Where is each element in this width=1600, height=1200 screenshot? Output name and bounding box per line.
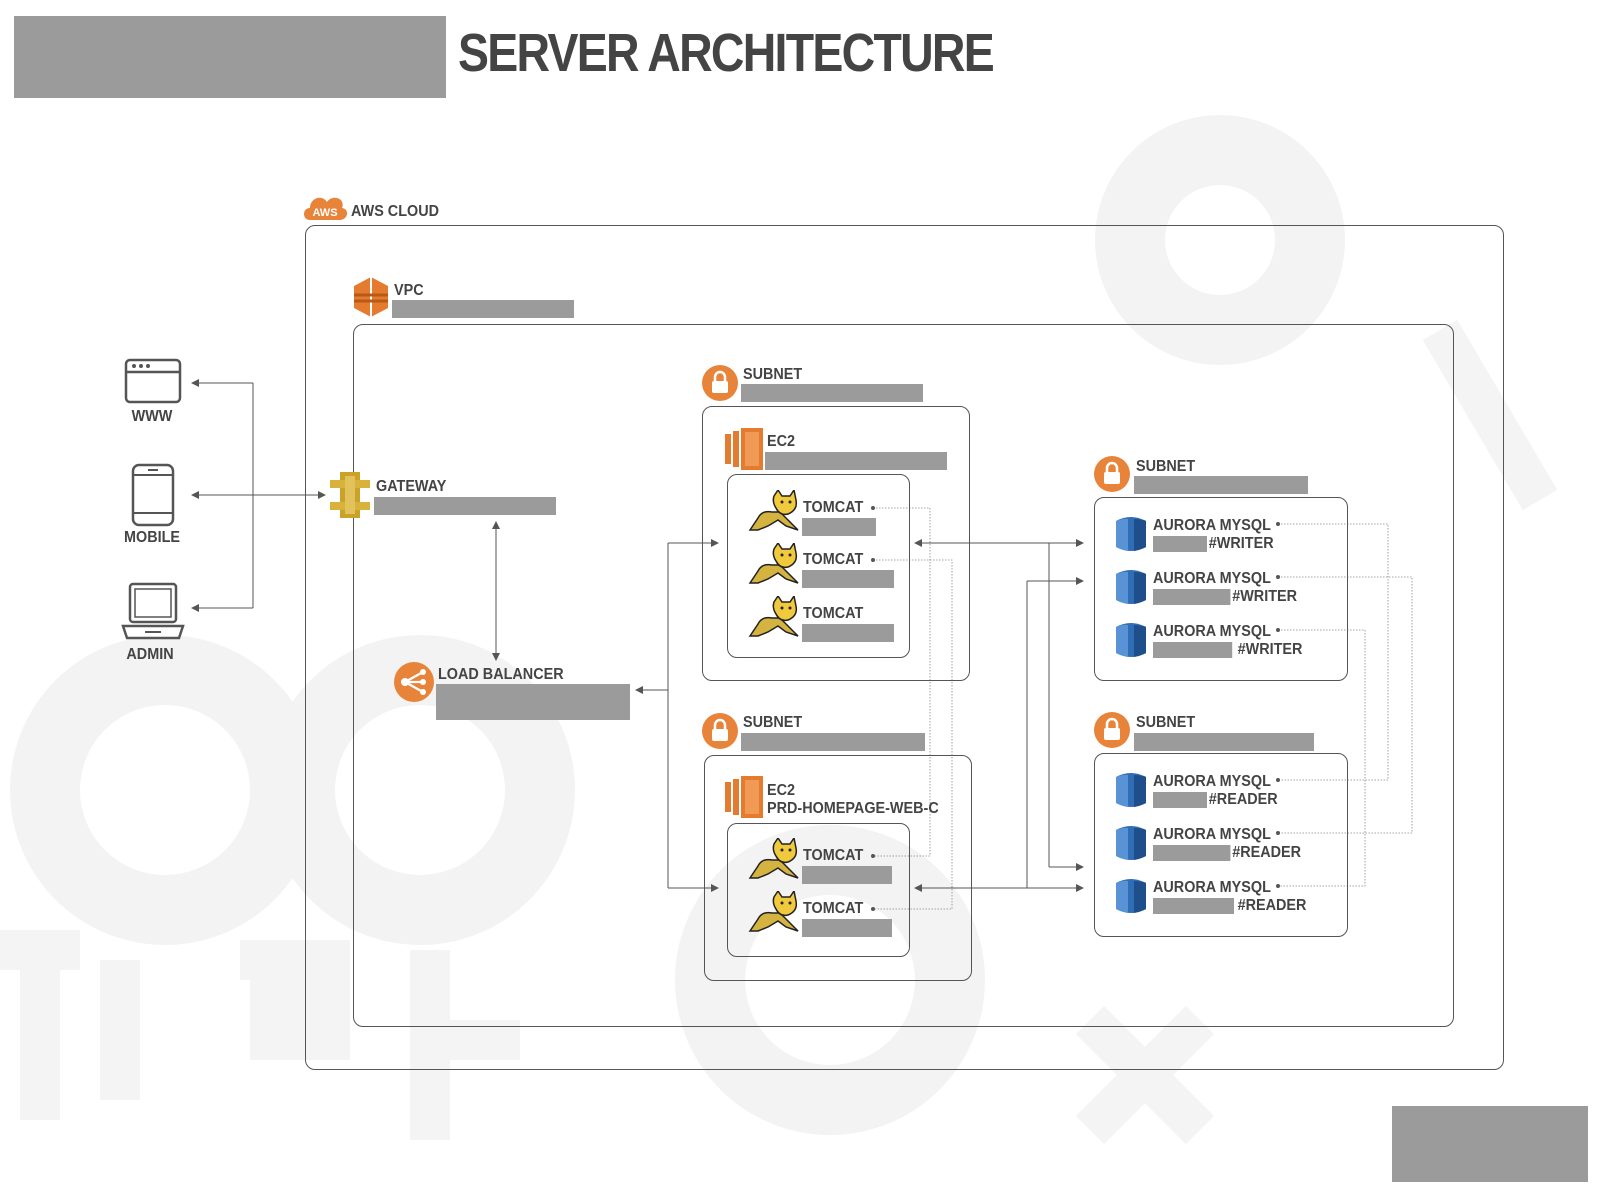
- ec2-instance-name: PRD-HOMEPAGE-WEB-C: [767, 800, 939, 817]
- vpc-container: [353, 324, 1454, 1027]
- db-role: #WRITER: [1232, 588, 1297, 605]
- subnet-lock-icon: [701, 712, 739, 755]
- tomcat-icon: [744, 889, 800, 938]
- redacted-tomcat-name: [802, 518, 876, 536]
- subnet-label: SUBNET: [743, 714, 803, 731]
- db-engine: AURORA MYSQL: [1153, 517, 1271, 534]
- db-role: #READER: [1237, 897, 1307, 914]
- redacted-tomcat-name: [802, 624, 894, 642]
- db-role: #READER: [1208, 791, 1278, 808]
- ec2-tomcat-group-b: [727, 823, 910, 957]
- api-gateway-icon: [330, 472, 370, 523]
- page-title: SERVER ARCHITECTURE: [458, 23, 995, 83]
- db-engine: AURORA MYSQL: [1153, 879, 1271, 896]
- db-role: #READER: [1232, 844, 1302, 861]
- subnet-lock-icon: [701, 364, 739, 407]
- subnet-lock-icon: [1093, 711, 1131, 754]
- redacted-db-name: [1153, 589, 1231, 605]
- tomcat-label: TOMCAT: [803, 900, 864, 917]
- db-writer-label: AURORA MYSQL #WRITER: [1153, 517, 1274, 553]
- redacted-db-name: [1153, 536, 1207, 552]
- subnet-container-b: [704, 755, 972, 981]
- redacted-db-name: [1153, 845, 1231, 861]
- redacted-load-balancer-name: [436, 684, 630, 720]
- redacted-footer-block: [1392, 1106, 1588, 1182]
- tomcat-icon: [744, 488, 800, 537]
- subnet-label: SUBNET: [743, 366, 803, 383]
- subnet-label: SUBNET: [1136, 458, 1196, 475]
- ec2-icon: [725, 428, 763, 475]
- vpc-icon: [352, 275, 390, 324]
- db-writer-label: AURORA MYSQL #WRITER: [1153, 570, 1297, 606]
- subnet-label: SUBNET: [1136, 714, 1196, 731]
- db-subnet-reader-container: [1094, 753, 1348, 937]
- db-role: #WRITER: [1237, 641, 1303, 658]
- ec2-type: EC2: [767, 782, 796, 799]
- gateway-label: GATEWAY: [376, 478, 447, 495]
- subnet-container-a: [702, 406, 970, 681]
- ec2-label: EC2: [767, 433, 796, 450]
- redacted-db-name: [1153, 642, 1233, 658]
- redacted-subnet-name: [1134, 733, 1314, 751]
- smartphone-icon: [131, 463, 175, 532]
- aurora-db-icon: [1114, 568, 1148, 611]
- tomcat-label: TOMCAT: [803, 847, 864, 864]
- db-writer-label: AURORA MYSQL #WRITER: [1153, 623, 1302, 659]
- db-engine: AURORA MYSQL: [1153, 570, 1271, 587]
- redacted-subnet-name: [1134, 476, 1308, 494]
- redacted-vpc-name: [392, 300, 574, 318]
- redacted-subnet-name: [741, 733, 925, 751]
- redacted-tomcat-name: [802, 866, 892, 884]
- ec2-icon: [725, 776, 763, 823]
- tomcat-icon: [744, 836, 800, 885]
- tomcat-label: TOMCAT: [803, 499, 864, 516]
- db-engine: AURORA MYSQL: [1153, 623, 1271, 640]
- tomcat-icon: [744, 594, 800, 643]
- aws-badge-text: AWS: [312, 207, 337, 219]
- redacted-subnet-name: [741, 384, 923, 402]
- load-balancer-icon: [393, 661, 435, 708]
- aurora-db-icon: [1114, 771, 1148, 814]
- redacted-logo-block: [14, 16, 446, 98]
- load-balancer-label: LOAD BALANCER: [438, 666, 564, 683]
- db-engine: AURORA MYSQL: [1153, 773, 1271, 790]
- client-label-admin: ADMIN: [126, 646, 174, 663]
- client-label-mobile: MOBILE: [124, 529, 180, 546]
- redacted-ec2-name: [765, 452, 947, 470]
- redacted-db-name: [1153, 898, 1234, 914]
- tomcat-label: TOMCAT: [803, 605, 864, 622]
- aws-cloud-label: AWS CLOUD: [351, 203, 440, 220]
- vpc-label: VPC: [394, 282, 424, 299]
- subnet-lock-icon: [1093, 455, 1131, 498]
- tomcat-label: TOMCAT: [803, 551, 864, 568]
- aurora-db-icon: [1114, 515, 1148, 558]
- redacted-db-name: [1153, 792, 1207, 808]
- laptop-icon: [121, 582, 185, 647]
- redacted-gateway-name: [374, 497, 556, 515]
- aurora-db-icon: [1114, 621, 1148, 664]
- db-role: #WRITER: [1208, 535, 1274, 552]
- client-label-www: WWW: [131, 408, 173, 425]
- aurora-db-icon: [1114, 824, 1148, 867]
- ec2-label: EC2 PRD-HOMEPAGE-WEB-C: [767, 782, 939, 818]
- db-reader-label: AURORA MYSQL #READER: [1153, 773, 1278, 809]
- db-reader-label: AURORA MYSQL #READER: [1153, 826, 1301, 862]
- ec2-tomcat-group-a: [727, 474, 910, 658]
- redacted-tomcat-name: [802, 570, 894, 588]
- redacted-tomcat-name: [802, 919, 892, 937]
- tomcat-icon: [744, 541, 800, 590]
- browser-window-icon: [124, 358, 182, 409]
- db-reader-label: AURORA MYSQL #READER: [1153, 879, 1306, 915]
- db-engine: AURORA MYSQL: [1153, 826, 1271, 843]
- aws-cloud-icon: AWS: [302, 190, 348, 227]
- aws-cloud-container: [305, 225, 1504, 1070]
- db-subnet-writer-container: [1094, 497, 1348, 681]
- aurora-db-icon: [1114, 877, 1148, 920]
